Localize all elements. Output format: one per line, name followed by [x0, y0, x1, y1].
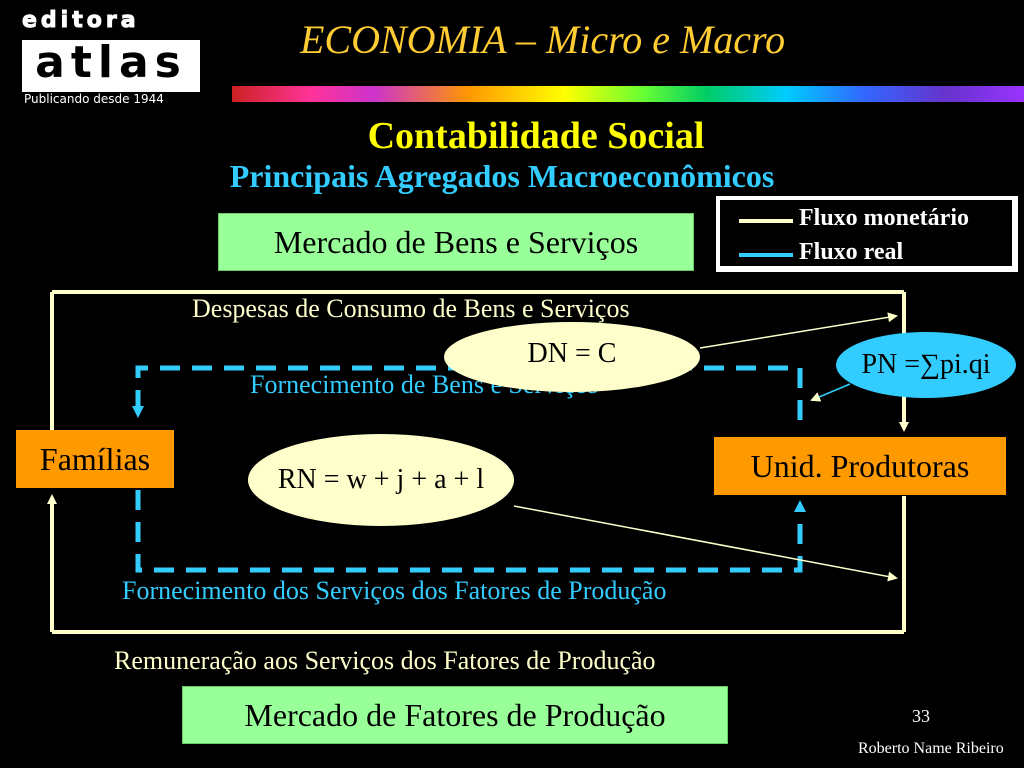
logo-box [22, 40, 200, 92]
legend-label-real: Fluxo real [799, 239, 904, 265]
dn-connector-arrow [699, 312, 898, 349]
rn-connector-arrow [513, 505, 898, 582]
monetary-flow-swatch [739, 219, 793, 223]
real-flow-top [132, 365, 803, 420]
label-consumption-spending: Despesas de Consumo de Bens e Serviços [192, 294, 630, 323]
legend-panel: Fluxo monetário Fluxo real [720, 200, 1012, 266]
logo-word-atlas: atlas [35, 37, 187, 88]
pn-connector-arrow [810, 383, 851, 402]
label-factor-remuneration: Remuneração aos Serviços dos Fatores de … [114, 646, 656, 675]
deck-title: ECONOMIA – Micro e Macro [300, 17, 786, 62]
monetary-flow-loop [47, 290, 909, 634]
author-credit: Roberto Name Ribeiro [858, 740, 1004, 757]
logo-tagline: Publicando desde 1944 [24, 92, 164, 106]
families-box: Famílias [16, 430, 174, 488]
real-flow-loop [132, 365, 806, 573]
producers-box: Unid. Produtoras [714, 437, 1006, 495]
legend: Fluxo monetário Fluxo real [716, 196, 1018, 272]
publisher-logo: editora atlas Publicando desde 1944 [8, 6, 208, 106]
legend-label-monetary: Fluxo monetário [799, 205, 969, 231]
page-number: 33 [912, 706, 930, 726]
market-factors-box: Mercado de Fatores de Produção [182, 686, 728, 744]
real-flow-swatch [739, 253, 793, 257]
slide-title: Contabilidade Social [367, 115, 705, 157]
slide-subtitle: Principais Agregados Macroeconômicos [229, 158, 775, 194]
rainbow-divider [232, 86, 1024, 102]
pn-ellipse: PN =∑pi.qi [836, 332, 1016, 398]
dn-ellipse: DN = C [444, 322, 700, 392]
market-goods-box: Mercado de Bens e Serviços [218, 213, 694, 271]
rn-ellipse: RN = w + j + a + l [248, 434, 514, 526]
real-flow-bottom [135, 490, 806, 573]
label-factor-services: Fornecimento dos Serviços dos Fatores de… [122, 576, 667, 605]
logo-word-editora: editora [22, 8, 140, 34]
